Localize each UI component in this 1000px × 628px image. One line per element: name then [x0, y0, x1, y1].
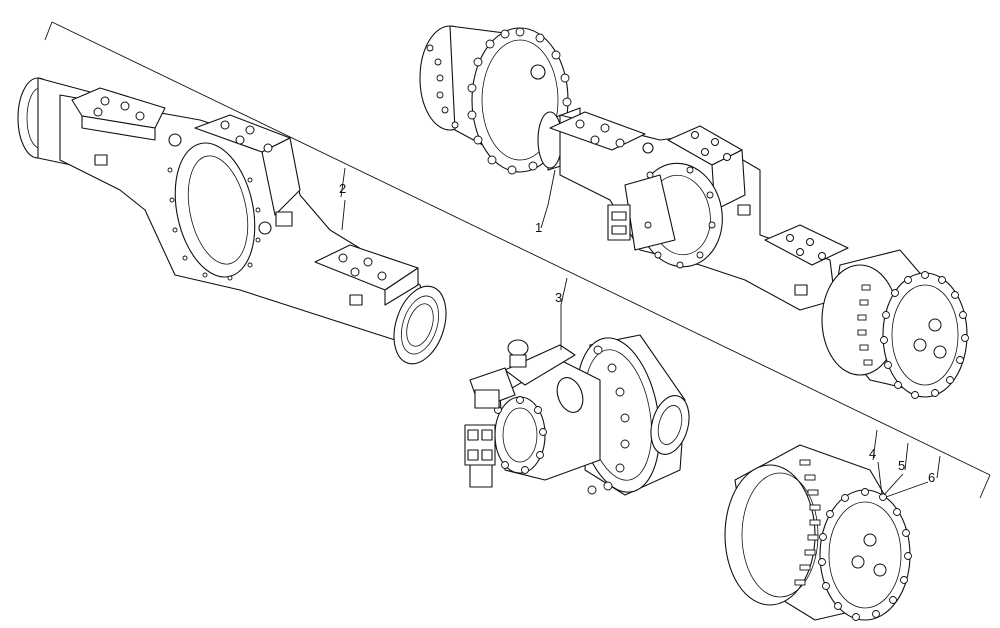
- assembly-bracket: [44, 21, 991, 499]
- callout-2: 2: [339, 181, 346, 196]
- axle-housing: [17, 77, 447, 365]
- hub-bolts-face: [818, 488, 912, 621]
- differential-carrier: [464, 334, 690, 496]
- callout-leaders: [340, 167, 941, 498]
- hub-bolts-lower: [794, 459, 821, 586]
- wheel-hub-assembly: [724, 444, 912, 621]
- callout-6: 6: [928, 470, 935, 485]
- callout-5: 5: [898, 458, 905, 473]
- callout-4: 4: [869, 446, 876, 461]
- callout-1: 1: [535, 220, 542, 235]
- complete-axle-assembly: [419, 25, 969, 399]
- hub-bolts-right: [857, 271, 969, 399]
- callout-3: 3: [555, 290, 562, 305]
